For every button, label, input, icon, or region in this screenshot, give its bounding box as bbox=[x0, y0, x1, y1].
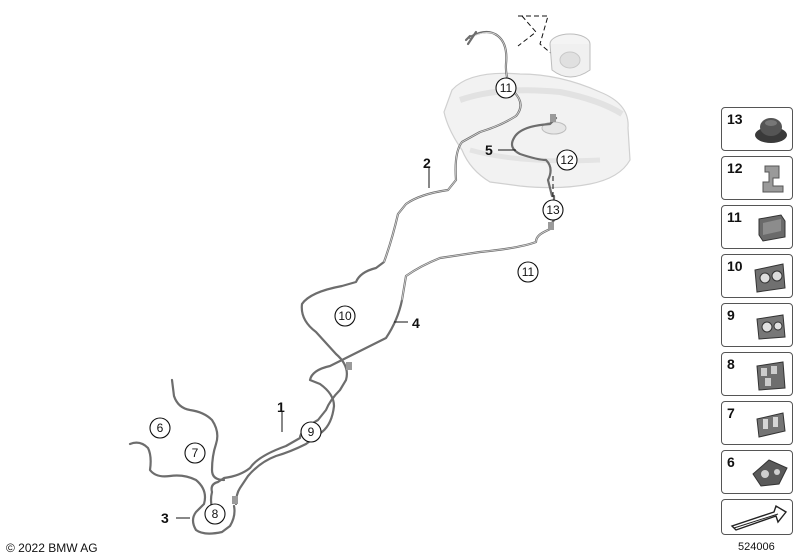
circled-11-top: 11 bbox=[495, 77, 517, 99]
circled-6: 6 bbox=[149, 417, 171, 439]
fuel-pipe-3 bbox=[128, 378, 236, 535]
double-clip-icon bbox=[754, 263, 786, 293]
legend-number: 11 bbox=[727, 209, 742, 225]
arrow-icon bbox=[730, 504, 788, 531]
legend-number: 9 bbox=[727, 307, 735, 323]
svg-text:8: 8 bbox=[212, 507, 219, 521]
fuel-pipe-4 bbox=[234, 226, 554, 506]
bracket-icon bbox=[752, 459, 788, 487]
svg-text:12: 12 bbox=[560, 153, 574, 167]
legend-navigation-arrow[interactable] bbox=[721, 499, 793, 535]
legend-item-12[interactable]: 12 bbox=[721, 156, 793, 200]
filter-canister bbox=[517, 15, 591, 78]
pipe-holder-icon bbox=[758, 214, 786, 242]
legend-item-6[interactable]: 6 bbox=[721, 450, 793, 494]
legend-number: 6 bbox=[727, 454, 735, 470]
line-clip-icon bbox=[756, 412, 786, 438]
legend-item-11[interactable]: 11 bbox=[721, 205, 793, 249]
callout-4: 4 bbox=[412, 315, 420, 331]
diagram-reference-number: 524006 bbox=[738, 541, 775, 553]
grommet-icon bbox=[755, 118, 787, 143]
callout-5: 5 bbox=[485, 142, 493, 158]
legend-item-13[interactable]: 13 bbox=[721, 107, 793, 151]
legend-item-9[interactable]: 9 bbox=[721, 303, 793, 347]
callout-2: 2 bbox=[423, 155, 431, 171]
svg-text:11: 11 bbox=[500, 81, 513, 95]
callout-1: 1 bbox=[277, 399, 285, 415]
legend-number: 10 bbox=[727, 258, 743, 274]
legend-item-10[interactable]: 10 bbox=[721, 254, 793, 298]
pipe-connectors bbox=[232, 114, 556, 504]
legend-number: 8 bbox=[727, 356, 735, 372]
svg-text:11: 11 bbox=[522, 265, 535, 279]
leader-lines bbox=[176, 149, 554, 519]
fuel-tank bbox=[443, 72, 631, 189]
clip-icon bbox=[762, 165, 784, 193]
circled-11-right: 11 bbox=[517, 261, 539, 283]
circled-8: 8 bbox=[204, 503, 226, 525]
svg-text:6: 6 bbox=[157, 421, 164, 435]
svg-text:7: 7 bbox=[192, 446, 199, 460]
callout-3: 3 bbox=[161, 510, 169, 526]
copyright-text: © 2022 BMW AG bbox=[6, 541, 98, 555]
legend-number: 7 bbox=[727, 405, 735, 421]
circled-10: 10 bbox=[334, 305, 356, 327]
holder-clip-icon bbox=[756, 314, 786, 340]
legend-item-7[interactable]: 7 bbox=[721, 401, 793, 445]
circled-7: 7 bbox=[184, 442, 206, 464]
circled-13: 13 bbox=[542, 199, 564, 221]
circled-12: 12 bbox=[556, 149, 578, 171]
legend-number: 13 bbox=[727, 111, 743, 127]
legend-item-8[interactable]: 8 bbox=[721, 352, 793, 396]
multi-clip-icon bbox=[756, 361, 786, 391]
circled-9: 9 bbox=[300, 421, 322, 443]
legend-number: 12 bbox=[727, 160, 743, 176]
svg-text:9: 9 bbox=[308, 425, 315, 439]
parts-legend: 13 12 11 10 9 8 bbox=[721, 107, 795, 535]
svg-text:10: 10 bbox=[338, 309, 352, 323]
svg-text:13: 13 bbox=[546, 203, 560, 217]
